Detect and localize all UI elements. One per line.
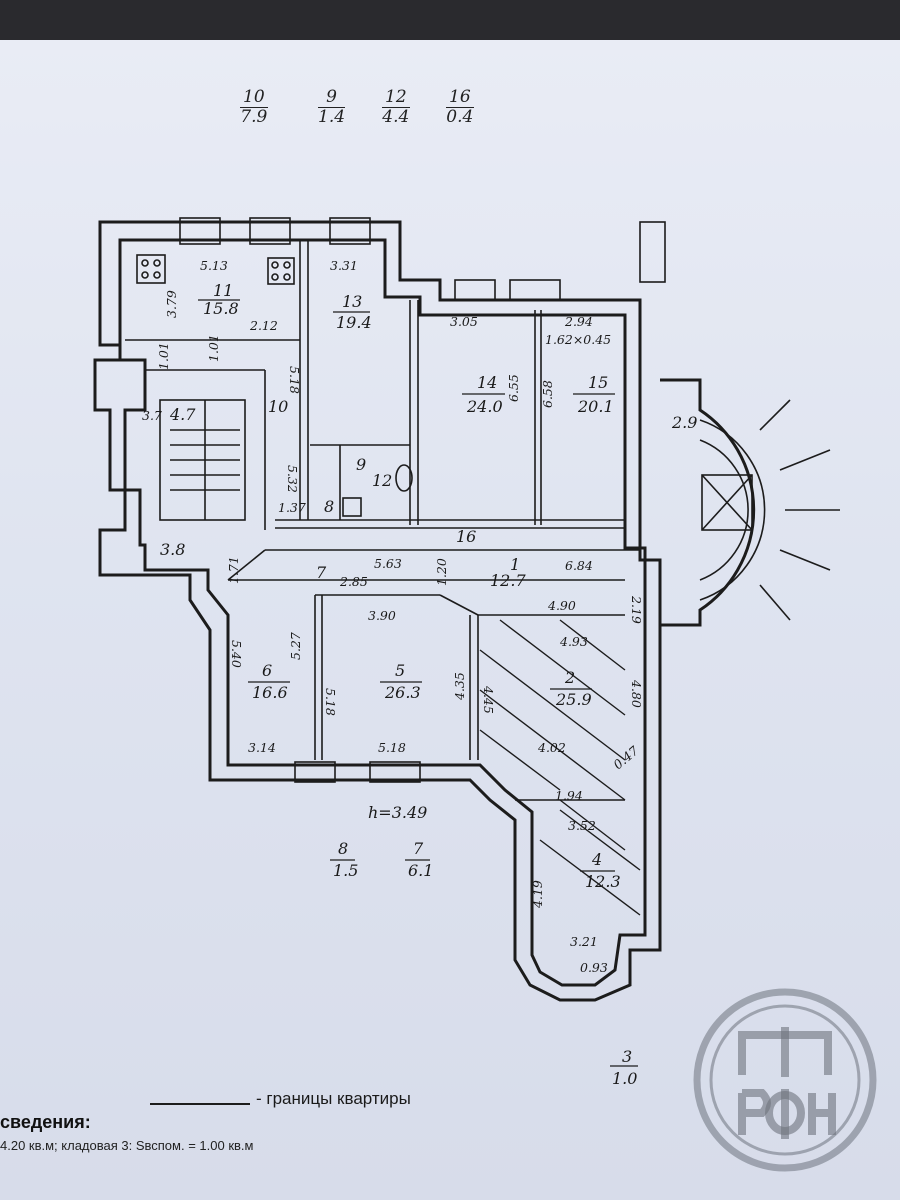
svg-text:2.85: 2.85 <box>339 574 368 589</box>
svg-text:5.32: 5.32 <box>285 465 300 493</box>
svg-text:3.90: 3.90 <box>368 608 396 623</box>
svg-text:1.94: 1.94 <box>555 788 583 803</box>
svg-text:4.80: 4.80 <box>629 679 644 708</box>
svg-text:5.13: 5.13 <box>200 258 228 273</box>
room-14-number: 14 <box>477 373 497 392</box>
svg-text:4.90: 4.90 <box>547 598 576 613</box>
room-1-number: 1 <box>510 555 520 574</box>
room-13-area: 19.4 <box>336 313 372 332</box>
svg-text:1.01: 1.01 <box>206 334 221 362</box>
svg-text:1.62×0.45: 1.62×0.45 <box>545 332 611 347</box>
spiral-stair <box>639 221 840 627</box>
svg-text:7: 7 <box>413 839 424 858</box>
svg-text:3.52: 3.52 <box>568 818 596 833</box>
info-text: 4.20 кв.м; кладовая 3: Sвспом. = 1.00 кв… <box>0 1138 254 1153</box>
document-sheet <box>0 40 900 1200</box>
svg-text:2.9: 2.9 <box>671 413 697 432</box>
room-7-label: 7 <box>316 563 327 582</box>
svg-text:3.21: 3.21 <box>570 934 598 949</box>
svg-text:3.31: 3.31 <box>330 258 358 273</box>
room-13-number: 13 <box>342 292 362 311</box>
svg-text:3: 3 <box>622 1047 632 1066</box>
room-4-number: 4 <box>591 850 602 869</box>
svg-text:5.27: 5.27 <box>288 632 303 660</box>
svg-text:3.8: 3.8 <box>160 540 185 559</box>
svg-text:1.20: 1.20 <box>434 558 449 586</box>
room-6-area: 16.6 <box>252 683 288 702</box>
svg-text:4.45: 4.45 <box>481 685 496 714</box>
room-6-number: 6 <box>262 661 272 680</box>
svg-text:2.94: 2.94 <box>564 314 593 329</box>
dimension-labels: 5.13 3.79 2.12 1.01 1.01 3.31 5.18 3.05 … <box>142 258 697 975</box>
svg-text:3.79: 3.79 <box>164 290 179 318</box>
svg-text:6.1: 6.1 <box>408 861 433 880</box>
svg-text:6.58: 6.58 <box>540 380 555 408</box>
svg-text:3.7: 3.7 <box>142 408 162 423</box>
svg-text:2.19: 2.19 <box>629 595 644 624</box>
svg-text:0.93: 0.93 <box>580 960 608 975</box>
room-14-area: 24.0 <box>466 397 503 416</box>
legend-text: - границы квартиры <box>256 1089 411 1108</box>
svg-text:4.19: 4.19 <box>530 880 545 909</box>
room-9-label: 9 <box>356 455 366 474</box>
svg-text:3.14: 3.14 <box>248 740 276 755</box>
room-5-area: 26.3 <box>384 683 421 702</box>
room-11-number: 11 <box>213 281 233 300</box>
svg-text:1.0: 1.0 <box>612 1069 637 1088</box>
svg-text:4.02: 4.02 <box>537 740 566 755</box>
svg-text:6.84: 6.84 <box>565 558 593 573</box>
room-5-number: 5 <box>395 661 405 680</box>
room-2-area: 25.9 <box>555 690 592 709</box>
info-title: сведения: <box>0 1112 91 1132</box>
watermark-logo <box>693 988 877 1172</box>
interior-walls <box>125 240 640 801</box>
svg-text:0.47: 0.47 <box>610 743 641 772</box>
svg-text:4.35: 4.35 <box>452 672 467 701</box>
bottom-fractions: 8 1.5 7 6.1 3 1.0 <box>330 839 638 1088</box>
svg-text:2.12: 2.12 <box>249 318 278 333</box>
room-8-label: 8 <box>324 497 334 516</box>
svg-text:8: 8 <box>338 839 348 858</box>
svg-text:1.01: 1.01 <box>156 342 171 370</box>
svg-text:h=3.49: h=3.49 <box>368 803 427 822</box>
outer-walls <box>93 217 662 1002</box>
room-4-area: 12.3 <box>585 872 621 891</box>
room-15-area: 20.1 <box>577 397 614 416</box>
svg-text:5.63: 5.63 <box>374 556 402 571</box>
svg-text:5.18: 5.18 <box>287 366 302 394</box>
room-12-label: 12 <box>372 471 392 490</box>
svg-text:6.55: 6.55 <box>506 374 521 402</box>
svg-text:1.5: 1.5 <box>333 861 358 880</box>
svg-text:4.93: 4.93 <box>559 634 588 649</box>
svg-text:5.18: 5.18 <box>323 688 338 716</box>
room-10-label: 10 <box>268 397 288 416</box>
svg-text:3.05: 3.05 <box>450 314 478 329</box>
hatched-area <box>479 619 641 916</box>
svg-text:1.71: 1.71 <box>226 556 241 584</box>
room-2-number: 2 <box>564 668 575 687</box>
legend-line <box>150 1103 250 1105</box>
room-15-number: 15 <box>588 373 608 392</box>
svg-text:5.18: 5.18 <box>378 740 406 755</box>
svg-text:4.7: 4.7 <box>169 405 196 424</box>
svg-text:5.40: 5.40 <box>229 640 244 668</box>
room-1-area: 12.7 <box>490 571 526 590</box>
room-labels: 11 15.8 13 19.4 14 24.0 15 20.1 6 16.6 5… <box>198 281 621 891</box>
svg-text:1.37: 1.37 <box>278 500 306 515</box>
room-11-area: 15.8 <box>203 299 239 318</box>
room-16-label: 16 <box>456 527 476 546</box>
